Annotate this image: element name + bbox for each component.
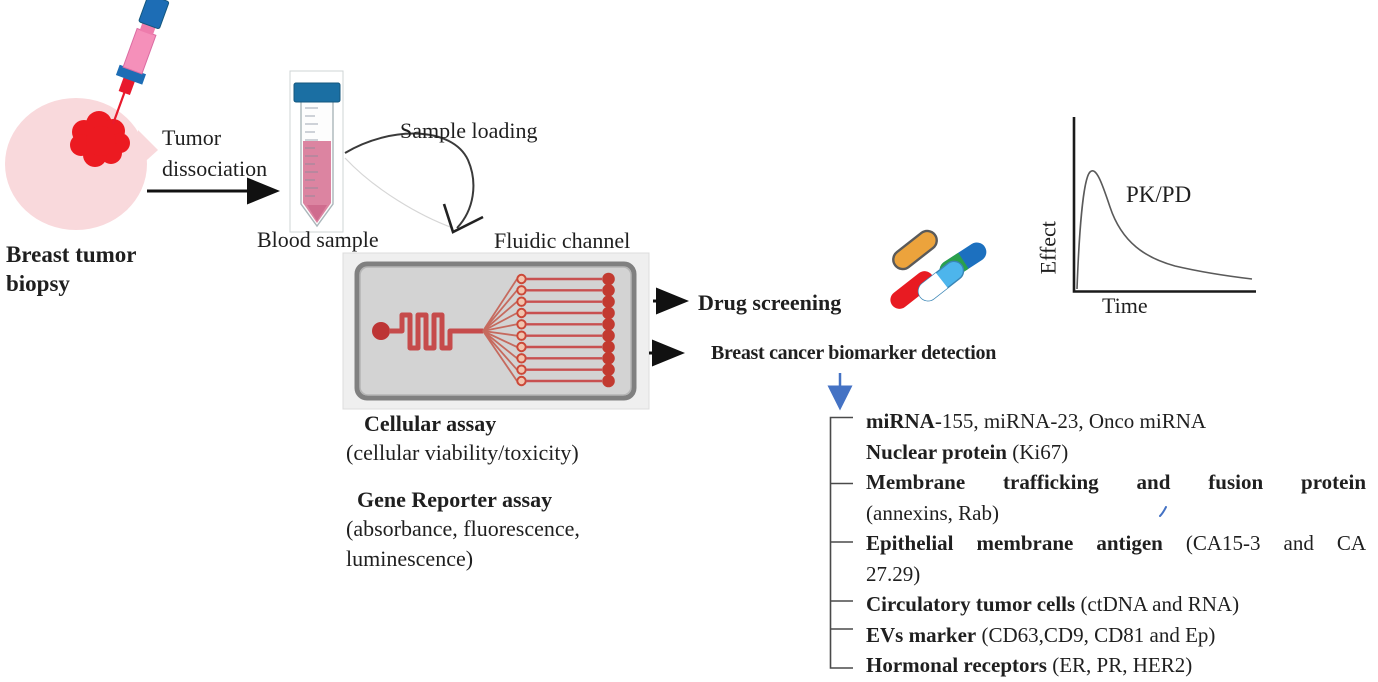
chip-inlet [372,322,390,340]
pkpd-y-axis-label: Effect [1035,221,1061,275]
list-item: EVs marker (CD63,CD9, CD81 and Ep) [866,622,1216,647]
pkpd-axes [1072,117,1256,293]
list-item: Epithelial membrane antigen (CA15-3 and … [866,531,1366,555]
list-item: (annexins, Rab) [866,500,999,525]
list-item: 27.29) [866,561,921,586]
pkpd-label: PK/PD [1126,182,1192,207]
breast-tumor-biopsy-label: Breast tumor biopsy [6,242,137,296]
gene-reporter-assay-subtitle-line2: luminescence) [346,546,474,571]
chip-serpentine-channel [389,312,483,351]
list-item: Circulatory tumor cells (ctDNA and RNA) [866,592,1240,616]
ink-mark [1159,506,1167,517]
breast-tumor-icon [5,98,158,230]
sample-loading-label: Sample loading [400,118,538,143]
blood-sample-label: Blood sample [257,227,379,252]
cellular-assay-subtitle: (cellular viability/toxicity) [346,440,579,465]
gene-reporter-assay-subtitle-line1: (absorbance, fluorescence, [346,516,580,541]
biomarker-bracket [829,416,853,669]
list-item: miRNA-155, miRNA-23, Onco miRNA [866,409,1207,433]
list-item: Nuclear protein (Ki67) [866,439,1069,464]
biomarker-list: miRNA-155, miRNA-23, Onco miRNA Nuclear … [866,409,1366,682]
pkpd-plot [1072,117,1256,293]
chip-outlet-dots [602,272,615,388]
curved-arrow-icon [344,132,484,234]
cellular-assay-title: Cellular assay [364,411,497,436]
tumor-dissociation-label: Tumor dissociation [162,125,268,181]
microfluidic-chip-icon [342,252,650,410]
syringe-icon [111,0,170,125]
list-item: Membrane trafficking and fusion protein [866,470,1366,494]
chip-branch-channels [482,278,518,382]
tumor-mass [70,111,130,167]
drug-capsules-icon [890,229,987,309]
fluidic-channel-label: Fluidic channel [494,228,631,253]
blood-sample-tube-icon [289,70,344,233]
drug-screening-label: Drug screening [698,290,842,315]
list-item: Hormonal receptors (ER, PR, HER2) [866,653,1193,677]
pkpd-curve [1076,169,1253,290]
tube-graduations [305,107,318,197]
pkpd-x-axis-label: Time [1102,293,1148,318]
chip-valve-rings [516,273,527,387]
gene-reporter-assay-title: Gene Reporter assay [357,487,553,512]
biomarker-detection-label: Breast cancer biomarker detection [711,342,997,364]
chip-channel-lines [526,277,602,383]
